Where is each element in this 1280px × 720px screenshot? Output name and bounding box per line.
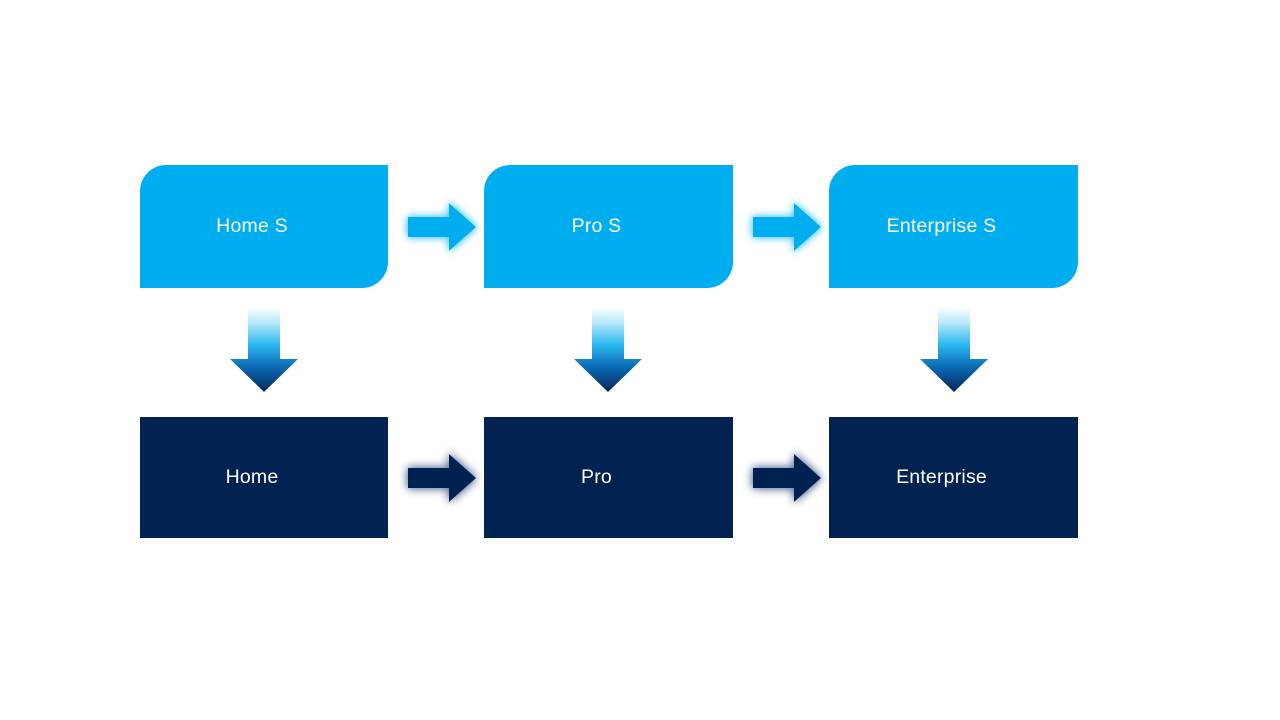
- arrow-down-icon-enterprise-s-to-enterprise: [917, 307, 991, 393]
- node-pro[interactable]: Pro: [484, 417, 733, 538]
- node-label: Home: [225, 465, 279, 488]
- arrow-right-icon-home-s-to-pro-s: [405, 199, 479, 255]
- arrow-right-icon-pro-to-enterprise: [750, 450, 824, 506]
- node-label: Enterprise: [896, 465, 987, 488]
- arrow-right-icon-pro-s-to-enterprise-s: [750, 199, 824, 255]
- arrow-down-icon-home-s-to-home: [227, 307, 301, 393]
- arrow-down-icon-pro-s-to-pro: [571, 307, 645, 393]
- node-label: Home S: [216, 214, 288, 237]
- arrow-right-icon-home-to-pro: [405, 450, 479, 506]
- node-label: Enterprise S: [886, 214, 997, 237]
- node-home[interactable]: Home: [140, 417, 388, 538]
- node-label: Pro S: [571, 214, 622, 237]
- node-enterprise[interactable]: Enterprise: [829, 417, 1078, 538]
- node-enterprise-s[interactable]: Enterprise S: [829, 165, 1078, 288]
- node-label: Pro: [581, 465, 612, 488]
- node-home-s[interactable]: Home S: [140, 165, 388, 288]
- node-pro-s[interactable]: Pro S: [484, 165, 733, 288]
